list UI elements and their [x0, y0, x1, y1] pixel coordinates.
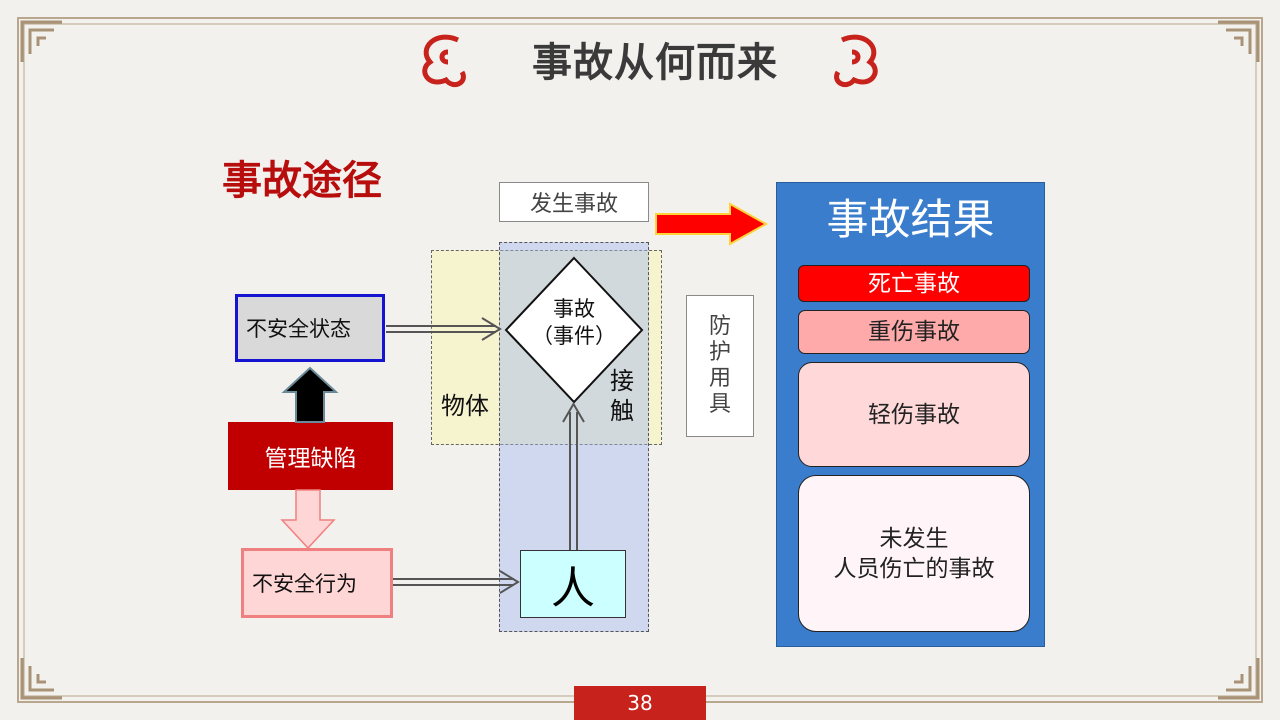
unsafe-state-box: 不安全状态: [235, 294, 385, 362]
object-label: 物体: [441, 392, 489, 420]
result-no-casualty-line2: 人员伤亡的事故: [833, 555, 995, 582]
result-minor-injury: 轻伤事故: [798, 362, 1030, 467]
result-death: 死亡事故: [798, 265, 1030, 302]
accident-diamond: [504, 256, 644, 404]
right-arrow-icon: [655, 202, 769, 246]
protective-equipment-box: 防护用具: [686, 295, 754, 437]
management-defect-box: 管理缺陷: [228, 422, 393, 490]
incident-label: （事件）: [532, 324, 616, 348]
result-serious-injury: 重伤事故: [798, 310, 1030, 354]
section-title: 事故途径: [222, 158, 382, 204]
page-title: 事故从何而来: [532, 40, 778, 86]
corner-ornament-icons: [20, 20, 1260, 700]
result-no-casualty-line1: 未发生: [879, 525, 949, 552]
accident-occurs-box: 发生事故: [499, 182, 649, 222]
protective-equipment-label: 防护用具: [708, 314, 731, 417]
down-arrow-icon: [280, 489, 336, 550]
accident-label: 事故: [553, 297, 595, 321]
up-arrow-icon: [281, 366, 339, 423]
contact-label: 接触: [610, 367, 634, 425]
cloud-ornament-icons: [422, 34, 878, 87]
result-no-casualty: 未发生 人员伤亡的事故: [798, 475, 1030, 632]
person-box: 人: [520, 550, 626, 618]
unsafe-behavior-box: 不安全行为: [241, 548, 393, 618]
page-number: 38: [574, 686, 706, 720]
accident-diamond-label: 事故 （事件）: [516, 296, 632, 350]
results-title: 事故结果: [826, 195, 995, 244]
